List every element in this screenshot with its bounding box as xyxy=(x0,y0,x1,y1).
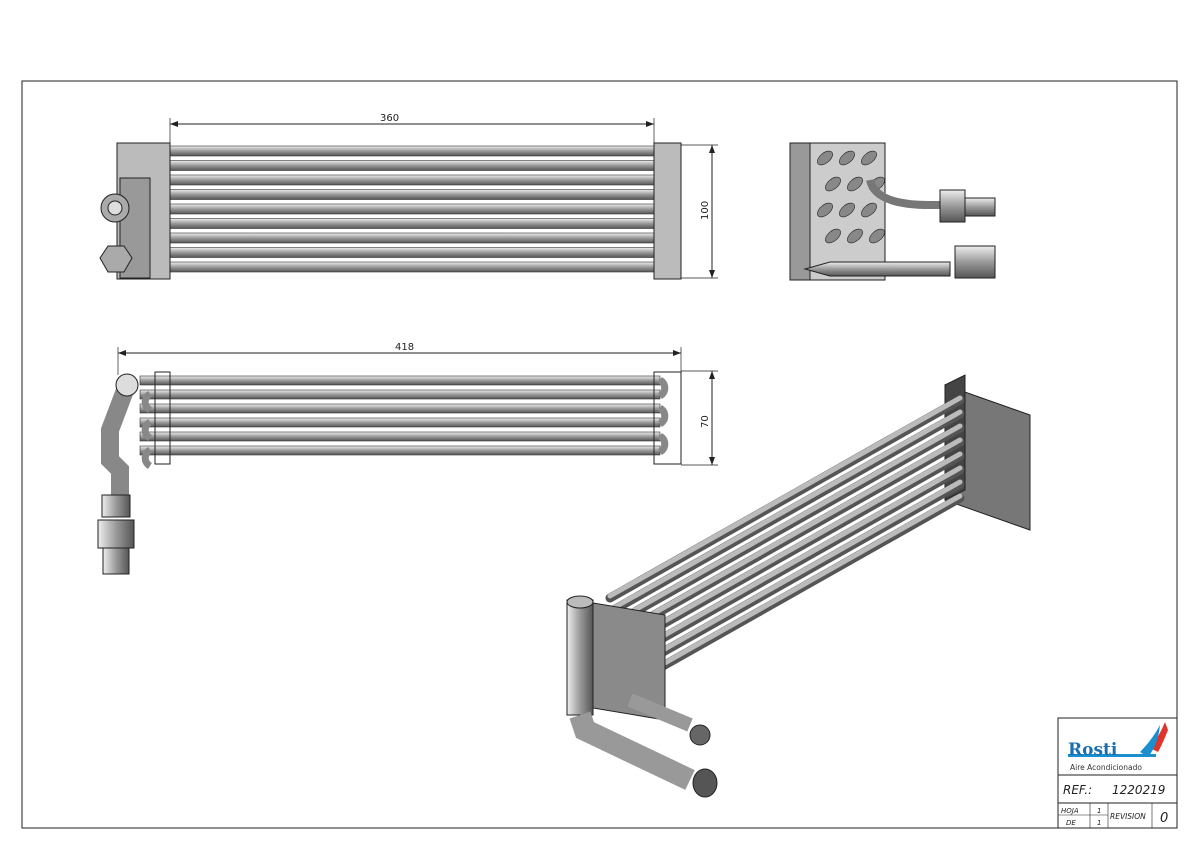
tube xyxy=(139,417,661,428)
tube-highlight xyxy=(607,395,963,599)
tube-highlight xyxy=(607,479,963,683)
tube xyxy=(149,232,656,244)
de-value: 1 xyxy=(1097,819,1101,827)
revision-label: REVISION xyxy=(1110,812,1146,821)
tube-end xyxy=(861,202,877,218)
front-view: 360 100 xyxy=(99,113,718,280)
tube-bend xyxy=(141,391,153,413)
tube-highlight xyxy=(607,437,963,641)
tube-bend xyxy=(141,419,153,441)
dim-360: 360 xyxy=(380,113,399,124)
tube-end xyxy=(825,228,841,244)
tube-end xyxy=(839,202,855,218)
fitting-hex xyxy=(99,245,133,273)
tube-bend xyxy=(141,447,153,469)
de-label: DE xyxy=(1066,819,1076,827)
tube-bend xyxy=(657,405,669,427)
tube xyxy=(139,431,661,442)
tube xyxy=(149,189,656,200)
tube-highlight xyxy=(607,409,963,613)
rosti-logo: Rosti Aire Acondicionado xyxy=(1068,722,1168,772)
tube-bend xyxy=(657,433,669,455)
dim-418: 418 xyxy=(395,342,414,353)
tube xyxy=(139,403,661,414)
side-view xyxy=(789,142,996,281)
tube-highlight xyxy=(607,451,963,655)
tube-end xyxy=(825,176,841,192)
tube-bend xyxy=(657,377,669,399)
hoja-value: 1 xyxy=(1097,807,1101,815)
tube xyxy=(149,145,656,157)
top-view: 418 70 xyxy=(97,342,718,575)
ref-label: REF.: xyxy=(1063,783,1092,797)
tube xyxy=(139,445,661,456)
tube-end xyxy=(869,228,885,244)
tube xyxy=(149,247,656,258)
tube xyxy=(149,160,656,171)
tube-highlight xyxy=(607,423,963,627)
isometric-view xyxy=(566,374,1031,798)
tube-end xyxy=(839,150,855,166)
tube xyxy=(139,389,661,400)
tube-end xyxy=(817,150,833,166)
tube-end xyxy=(847,176,863,192)
tube xyxy=(149,218,656,229)
tube xyxy=(149,203,656,215)
tube xyxy=(149,174,656,186)
dim-100: 100 xyxy=(700,201,711,220)
tube-highlight xyxy=(607,493,963,697)
tube-highlight xyxy=(607,465,963,669)
ref-value: 1220219 xyxy=(1112,783,1165,797)
tube-end xyxy=(861,150,877,166)
revision-value: 0 xyxy=(1160,811,1168,826)
tube-end xyxy=(817,202,833,218)
tube-end xyxy=(847,228,863,244)
tube xyxy=(139,375,661,386)
logo-subtitle: Aire Acondicionado xyxy=(1070,763,1142,772)
tube xyxy=(149,261,656,273)
title-block: Rosti Aire Acondicionado REF.: 1220219 H… xyxy=(1057,717,1178,829)
sheet-border xyxy=(21,80,1178,829)
logo-text: Rosti xyxy=(1068,740,1118,760)
hoja-label: HOJA xyxy=(1061,807,1079,815)
dim-70: 70 xyxy=(700,415,711,428)
